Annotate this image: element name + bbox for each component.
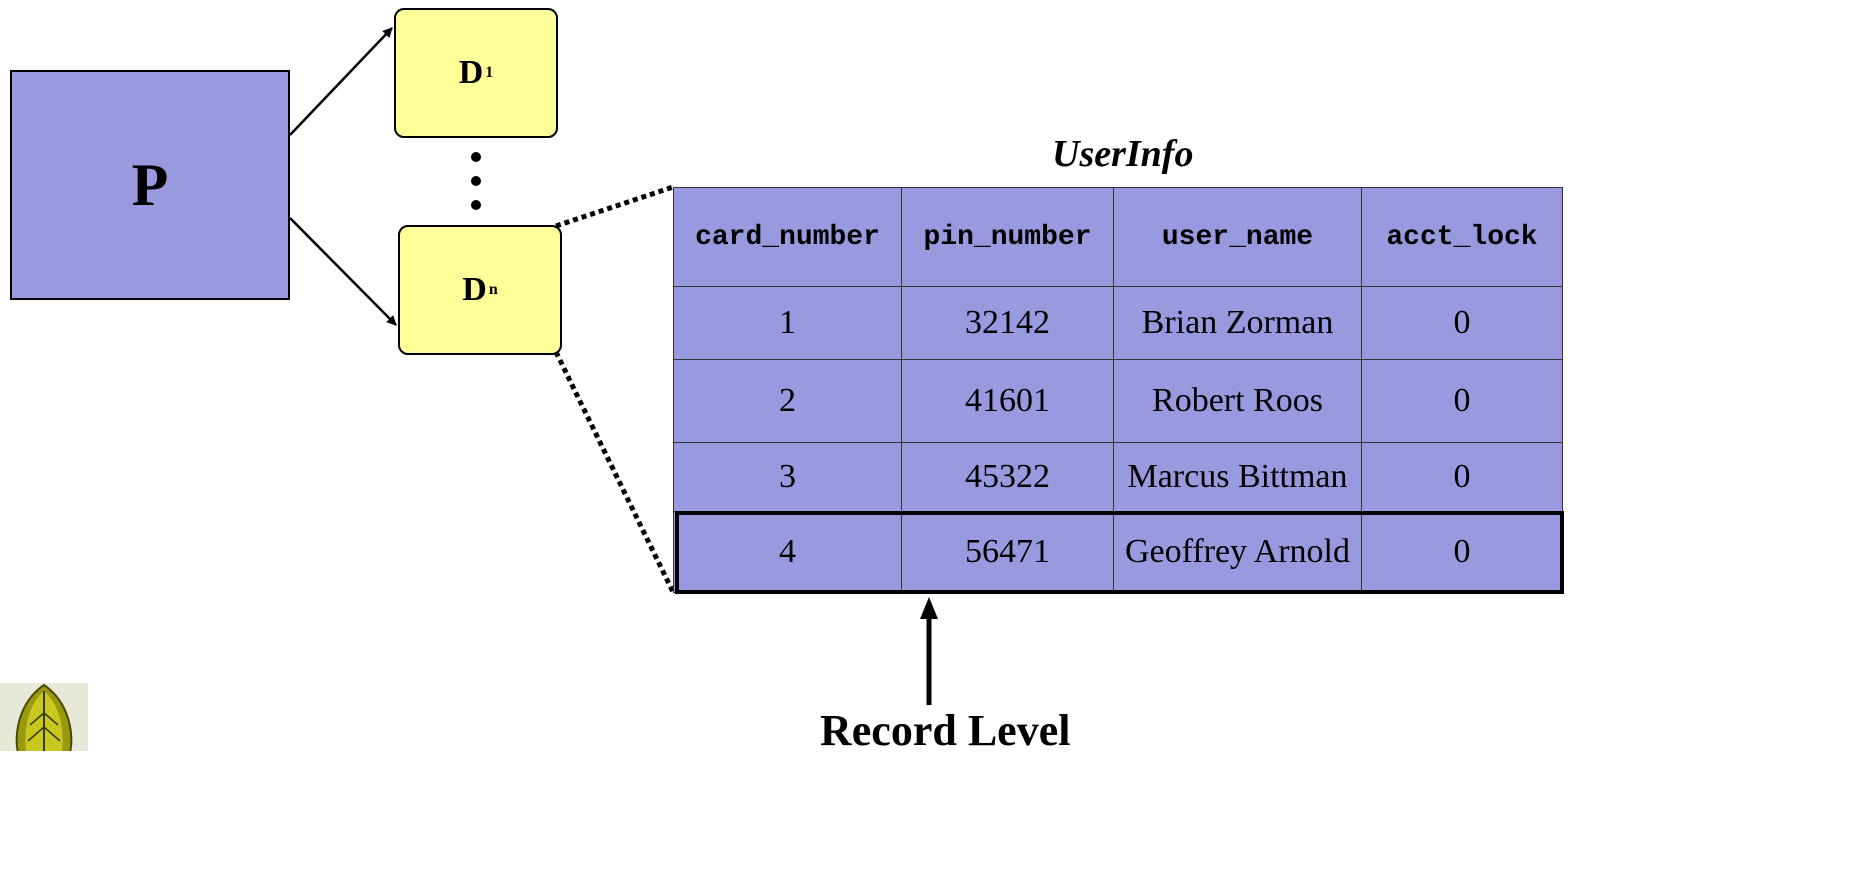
- userinfo-table: card_number pin_number user_name acct_lo…: [673, 187, 1563, 593]
- database-label: D: [462, 271, 487, 308]
- database-subscript: n: [488, 281, 498, 298]
- table-row: 2 41601 Robert Roos 0: [673, 359, 1563, 443]
- ellipsis-dot: [471, 176, 481, 186]
- column-header: card_number: [673, 187, 902, 287]
- table-cell: 32142: [901, 286, 1114, 360]
- table-cell: 4: [673, 511, 902, 593]
- database-label: D: [458, 54, 484, 91]
- leaf-logo-icon: [0, 683, 88, 751]
- zoom-line-top: [555, 184, 674, 229]
- table-cell: 41601: [901, 359, 1114, 443]
- table-cell: 0: [1361, 359, 1563, 443]
- table-cell: 1: [673, 286, 902, 360]
- arrow-p-to-dn: [289, 217, 397, 326]
- process-box: P: [10, 70, 290, 300]
- arrow-p-to-d1: [289, 27, 393, 136]
- column-header: user_name: [1113, 187, 1362, 287]
- table-cell: 45322: [901, 442, 1114, 512]
- table-cell: 2: [673, 359, 902, 443]
- database-subscript: 1: [485, 64, 494, 81]
- table-cell: Robert Roos: [1113, 359, 1362, 443]
- process-label: P: [131, 151, 169, 218]
- table-cell: 0: [1361, 286, 1563, 360]
- table-title: UserInfo: [1052, 133, 1194, 175]
- table-row-highlighted: 4 56471 Geoffrey Arnold 0: [673, 511, 1563, 593]
- record-level-arrowhead: [920, 597, 938, 619]
- table-row: 3 45322 Marcus Bittman 0: [673, 442, 1563, 512]
- table-cell: 0: [1361, 511, 1563, 593]
- column-header: acct_lock: [1361, 187, 1563, 287]
- table-cell: 3: [673, 442, 902, 512]
- table-cell: 56471: [901, 511, 1114, 593]
- table-row: 1 32142 Brian Zorman 0: [673, 286, 1563, 360]
- table-cell: Brian Zorman: [1113, 286, 1362, 360]
- record-level-label: Record Level: [820, 706, 1071, 755]
- table-header-row: card_number pin_number user_name acct_lo…: [673, 187, 1563, 287]
- table-cell: Marcus Bittman: [1113, 442, 1362, 512]
- ellipsis-dot: [471, 152, 481, 162]
- column-header: pin_number: [901, 187, 1114, 287]
- ellipsis-dot: [471, 200, 481, 210]
- table-cell: Geoffrey Arnold: [1113, 511, 1362, 593]
- table-cell: 0: [1361, 442, 1563, 512]
- zoom-line-bottom: [553, 350, 676, 594]
